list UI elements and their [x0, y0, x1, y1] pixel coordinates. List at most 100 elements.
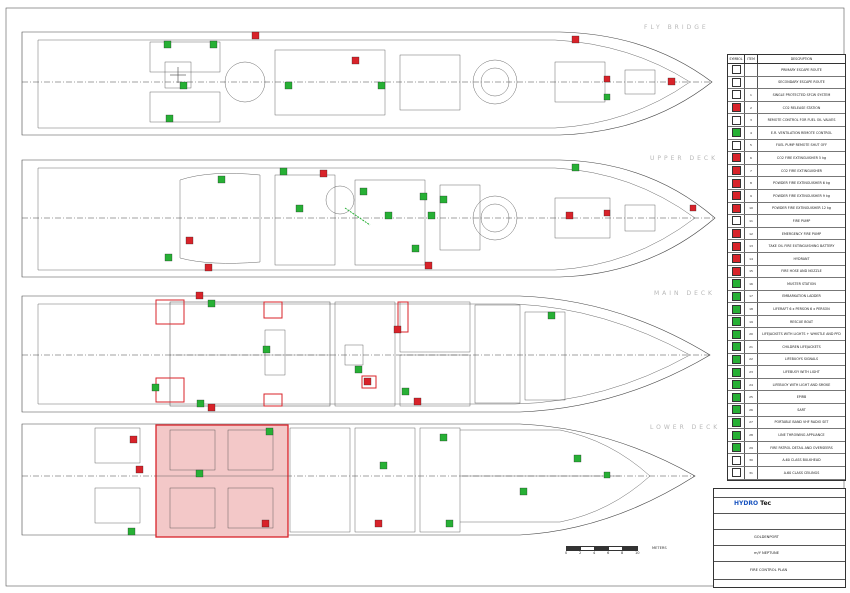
legend-row: 10 POWDER FIRE EXTINGUISHER 12 kg: [728, 202, 845, 216]
legend-symbol-icon: [731, 103, 741, 113]
legend-item-description: POWDER FIRE EXTINGUISHER 12 kg: [771, 206, 831, 211]
legend-item-ref: 2: [745, 101, 758, 114]
legend-symbol-icon: [731, 166, 741, 176]
company-logo: HYDRO Tec: [734, 500, 771, 507]
legend-symbol-icon: [731, 279, 741, 289]
legend-symbol-icon: [731, 367, 741, 377]
legend-item-description: LIFEBUOYS SIGNALS: [784, 357, 819, 362]
legend-item-description: SINGLE PROTECTED SFCW SYSTEM: [772, 92, 831, 97]
legend-item-description: FIRE PUMP: [792, 218, 811, 223]
legend-symbol-cell: [728, 265, 745, 278]
legend-symbol-cell: [728, 252, 745, 265]
legend-symbol-cell: [728, 227, 745, 240]
legend-symbol-cell: [728, 189, 745, 202]
legend-item-description: CO2 FIRE EXTINGUISHER 5 kg: [776, 155, 827, 160]
legend-item-description: EMBARKATION LADDER: [782, 294, 821, 299]
legend-item-description: CHILDREN LIFEJACKETS: [782, 344, 821, 349]
deck-fly-bridge-equipment: [163, 31, 676, 123]
legend-item-description: PORTABLE BAND VHF RADIO SET: [774, 420, 829, 425]
deck-label-main-deck: MAIN DECK: [654, 290, 715, 297]
deck-lower-outline: [21, 423, 696, 536]
legend-symbol-icon: [731, 115, 741, 125]
legend-item-ref: 17: [745, 290, 758, 303]
legend-symbol-icon: [731, 455, 741, 465]
legend-item-ref: 11: [745, 215, 758, 227]
legend-item-description: EPIRB: [796, 395, 807, 400]
deck-upper-outline: [21, 159, 716, 278]
legend-item-description: MUSTER STATION: [787, 281, 816, 286]
legend-item-ref: [745, 76, 758, 89]
deck-label-upper-deck: UPPER DECK: [650, 155, 719, 162]
legend-item-ref: 4: [745, 126, 758, 139]
legend-item-ref: 26: [745, 404, 758, 416]
legend-item-description: A-60 CLASS CEILINGS: [783, 470, 820, 475]
legend-symbol-icon: [731, 380, 741, 390]
legend-symbol-icon: [731, 229, 741, 239]
legend-item-ref: 24: [745, 378, 758, 391]
legend-symbol-cell: [728, 416, 745, 429]
legend-symbol-icon: [731, 216, 741, 226]
legend-symbol-icon: [731, 65, 741, 75]
legend-symbol-cell: [728, 391, 745, 404]
legend-item-ref: 28: [745, 429, 758, 441]
legend-item-ref: 14: [745, 252, 758, 265]
legend-symbol-cell: [728, 290, 745, 303]
legend-symbol-icon: [731, 266, 741, 276]
legend-row: 27 PORTABLE BAND VHF RADIO SET: [728, 416, 845, 430]
deck-label-lower-deck: LOWER DECK: [650, 424, 721, 431]
legend-item-ref: 10: [745, 202, 758, 215]
legend-symbol-icon: [731, 291, 741, 301]
legend-item-ref: 8: [745, 177, 758, 189]
scale-tick-label: 8: [621, 551, 624, 555]
legend-item-ref: 16: [745, 278, 758, 290]
legend-item-ref: 27: [745, 416, 758, 429]
project-name: GOLDENPORT: [754, 535, 779, 539]
legend-row: 11 FIRE PUMP: [728, 215, 845, 228]
deck-main-fire-zones: [155, 299, 409, 407]
scale-unit: METERS: [652, 546, 667, 550]
legend-symbol-cell: [728, 114, 745, 126]
legend-item-description: FIRE PATROL DETAIL AND OVERSEERS: [770, 445, 833, 450]
drawing-title: FIRE CONTROL PLAN: [750, 568, 788, 572]
legend-symbol-icon: [731, 77, 741, 87]
legend-symbol-cell: [728, 303, 745, 315]
legend-item-description: LIFEBUOY WITH LIGHT: [783, 370, 820, 375]
title-block: HYDRO Tec GOLDENPORT m/Y NEPTUNE FIRE CO…: [713, 488, 846, 588]
legend-item-ref: 23: [745, 366, 758, 378]
legend-row: SECONDARY ESCAPE ROUTE: [728, 76, 845, 90]
legend-item-ref: 25: [745, 391, 758, 404]
legend-item-description: SECONDARY ESCAPE ROUTE: [778, 80, 825, 85]
legend-symbol-cell: [728, 429, 745, 441]
legend-symbol-icon: [731, 405, 741, 415]
legend-symbol-icon: [731, 191, 741, 201]
legend-symbol-cell: [728, 64, 745, 76]
deck-fly-bridge-outline: [21, 31, 713, 136]
legend-symbol-cell: [728, 366, 745, 378]
legend-symbol-cell: [728, 328, 745, 341]
legend-item-ref: 7: [745, 164, 758, 177]
legend-symbol-cell: [728, 315, 745, 328]
scale-tick-label: 10: [635, 551, 640, 555]
legend-symbol-cell: [728, 177, 745, 189]
legend-header: SYMBOL ITEM DESCRIPTION: [728, 55, 845, 64]
legend-row: 25 EPIRB: [728, 391, 845, 405]
deck-main-equipment: [151, 291, 556, 412]
company-suffix: Tec: [760, 500, 772, 507]
legend-symbol-icon: [731, 417, 741, 427]
legend-item-description: LIFEJACKETS WITH LIGHTS + WHISTLE AND PF…: [762, 332, 841, 337]
legend-symbol-cell: [728, 126, 745, 139]
